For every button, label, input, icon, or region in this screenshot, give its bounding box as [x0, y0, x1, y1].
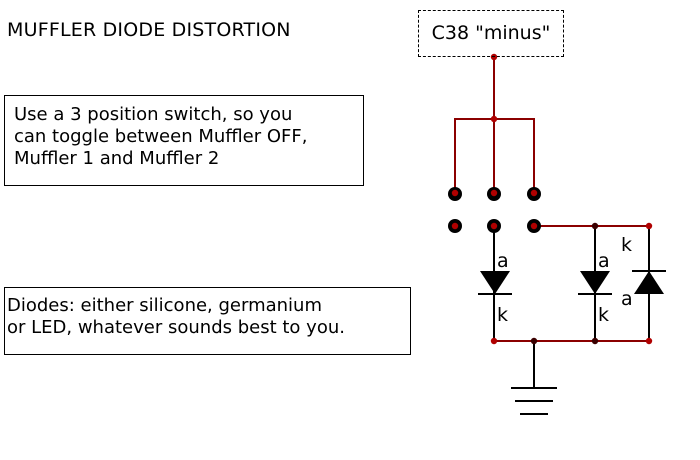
- diode-note-line: Diodes: either silicone, germanium: [7, 295, 322, 316]
- junction-nodes-dark: [530, 222, 599, 345]
- diode3-anode-label: a: [621, 288, 633, 310]
- diode-note: Diodes: either silicone, germanium or LE…: [4, 287, 411, 355]
- ground-icon: [511, 387, 557, 415]
- diode3-icon: [632, 270, 666, 294]
- diode3-cathode-label: k: [621, 234, 633, 256]
- diode2-icon: [578, 271, 612, 295]
- switch-note-line: can toggle between Muffler OFF,: [14, 126, 308, 147]
- diagram-title: MUFFLER DIODE DISTORTION: [7, 19, 291, 41]
- diode1-anode-label: a: [497, 250, 509, 272]
- diode2-cathode-label: k: [598, 304, 610, 326]
- switch-note-line: Muffler 1 and Muffler 2: [14, 148, 220, 169]
- switch-note: Use a 3 position switch, so you can togg…: [4, 95, 364, 186]
- diode1-icon: [478, 271, 512, 295]
- junction-nodes: [451, 53, 653, 345]
- diode-note-line: or LED, whatever sounds best to you.: [7, 317, 345, 338]
- diode2-anode-label: a: [598, 250, 610, 272]
- diode1-cathode-label: k: [497, 304, 509, 326]
- switch-note-line: Use a 3 position switch, so you: [14, 104, 293, 125]
- input-c38-label: C38 "minus": [418, 10, 564, 57]
